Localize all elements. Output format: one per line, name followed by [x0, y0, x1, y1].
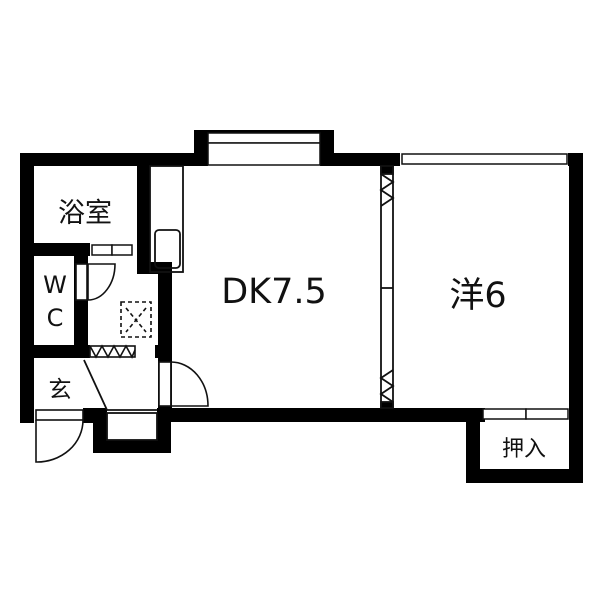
room-label-wc-w: W: [43, 271, 67, 299]
front-door: [35, 409, 84, 463]
washroom-zigzag: [89, 344, 136, 359]
wc-door: [75, 263, 116, 301]
washing-machine-icon: [120, 301, 152, 338]
room-label-wc-c: C: [47, 304, 64, 332]
dk-door: [158, 361, 209, 407]
room-label-entrance: 玄: [49, 377, 72, 403]
sink-icon: [154, 229, 181, 269]
closet-doors: [482, 408, 569, 420]
kitchen-counter: [149, 165, 184, 273]
windows: [207, 132, 568, 166]
room-label-closet: 押入: [502, 437, 546, 462]
sliding-partition: [379, 165, 395, 409]
room-label-bath: 浴室: [58, 198, 112, 229]
entrance-step: [83, 359, 158, 441]
room-label-western: 洋6: [449, 276, 506, 316]
bath-door: [91, 244, 133, 256]
room-label-dk: DK7.5: [221, 272, 327, 312]
